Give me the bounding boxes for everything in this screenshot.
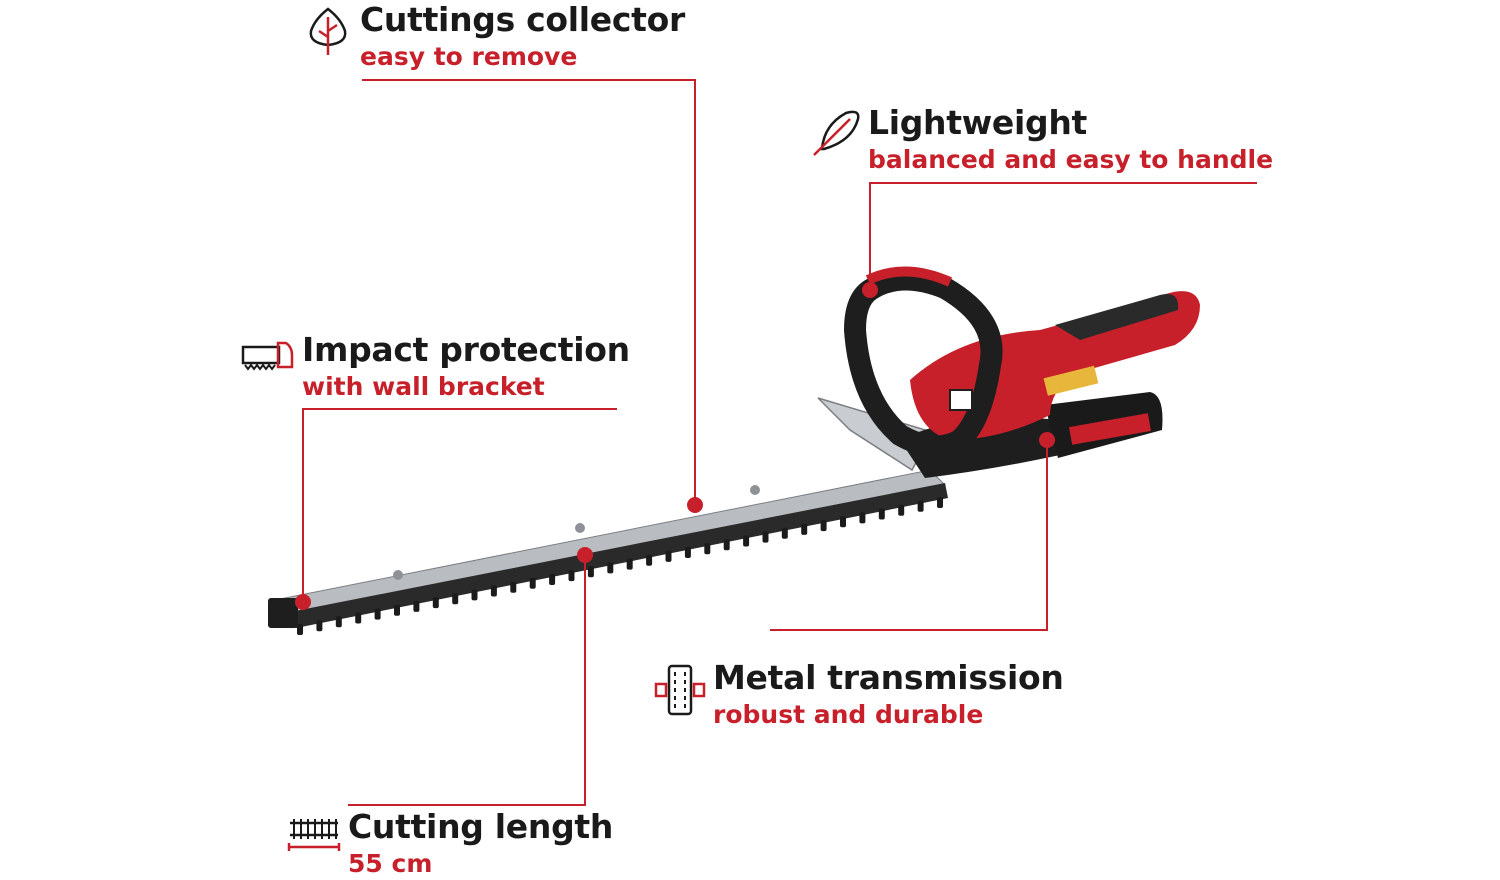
blade-tooth xyxy=(452,593,459,605)
blade-tooth xyxy=(704,543,711,555)
blade-bar xyxy=(273,469,947,616)
blade-tooth xyxy=(646,554,653,566)
blade-tooth xyxy=(587,566,594,578)
blade-tooth xyxy=(549,574,556,585)
blade-tooth xyxy=(878,508,885,520)
warning-sticker xyxy=(1043,365,1099,396)
blade-tooth xyxy=(355,612,362,624)
blade-tooth xyxy=(374,608,381,620)
feature-title: Metal transmission xyxy=(713,658,1064,697)
brand-badge xyxy=(949,389,973,411)
feature-subtitle: easy to remove xyxy=(360,42,578,71)
blade-tooth xyxy=(840,516,846,528)
feature-metal-transmission: Metal transmission robust and durable xyxy=(713,661,1064,727)
rivet xyxy=(575,523,585,533)
blade-tooth xyxy=(626,558,633,570)
blade-tooth xyxy=(801,523,808,535)
blade-teeth xyxy=(297,497,943,635)
blade-tip xyxy=(268,598,298,628)
blade-tooth xyxy=(781,527,788,539)
blade-tooth xyxy=(859,512,866,524)
feature-title: Lightweight xyxy=(868,103,1087,142)
blade-tooth xyxy=(723,539,730,551)
rivet xyxy=(750,485,760,495)
feature-title: Cuttings collector xyxy=(360,0,685,39)
blade-tooth xyxy=(335,616,342,628)
blade-tooth xyxy=(413,600,420,612)
leaf-icon xyxy=(309,7,347,55)
callout-line-lightweight xyxy=(869,182,1257,290)
blade-tooth xyxy=(529,577,536,589)
callout-dot-cuttings xyxy=(687,497,703,513)
feature-cuttings-collector: Cuttings collector easy to remove xyxy=(360,3,685,69)
feature-title: Cutting length xyxy=(348,807,614,846)
cutting-length-icon xyxy=(287,819,341,851)
blade-tooth xyxy=(568,570,575,582)
callout-dot-metal xyxy=(1039,432,1055,448)
front-loop-handle-red xyxy=(865,266,953,287)
blade-tooth xyxy=(471,589,478,601)
feather-icon xyxy=(813,110,860,156)
feature-subtitle: balanced and easy to handle xyxy=(868,145,1274,174)
blade-tooth xyxy=(917,500,924,512)
feature-impact-protection: Impact protection with wall bracket xyxy=(302,333,630,399)
blade-tooth xyxy=(665,550,672,562)
feature-title: Impact protection xyxy=(302,330,630,369)
callout-line-length xyxy=(348,555,586,806)
feature-cutting-length: Cutting length 55 cm xyxy=(348,810,613,876)
battery-label xyxy=(1069,413,1151,445)
blade-tooth xyxy=(316,620,323,632)
blade-tooth xyxy=(394,604,400,616)
blade-tooth xyxy=(820,520,827,532)
callout-dot-lightweight xyxy=(862,282,878,298)
callout-dots xyxy=(295,282,1055,610)
feature-lightweight: Lightweight balanced and easy to handle xyxy=(868,106,1273,172)
feature-subtitle: robust and durable xyxy=(713,700,984,729)
rivet xyxy=(393,570,403,580)
blade-tooth xyxy=(297,624,303,635)
feature-subtitle: with wall bracket xyxy=(302,372,545,401)
rear-handle-grip xyxy=(1055,294,1179,340)
feature-subtitle: 55 cm xyxy=(348,849,433,878)
blade-tooth xyxy=(510,581,517,593)
blade-tooth xyxy=(432,597,439,609)
blade-tooth xyxy=(898,504,905,516)
blade-tooth xyxy=(762,531,769,543)
blade-teeth-strip xyxy=(290,483,948,628)
blade-tooth xyxy=(743,535,750,547)
blade-tooth xyxy=(490,585,497,597)
callout-line-metal xyxy=(770,440,1048,631)
front-loop-handle xyxy=(843,268,1003,458)
callout-line-impact xyxy=(302,408,617,602)
blade-guard-icon xyxy=(241,341,294,371)
callout-dot-length xyxy=(577,547,593,563)
callout-lines xyxy=(302,79,1257,806)
blade-tooth xyxy=(607,562,614,574)
gear-transmission-icon xyxy=(654,664,706,716)
callout-line-cuttings xyxy=(362,79,696,505)
blade-tooth xyxy=(937,497,943,508)
blade-tooth xyxy=(684,547,691,558)
callout-dot-impact xyxy=(295,594,311,610)
